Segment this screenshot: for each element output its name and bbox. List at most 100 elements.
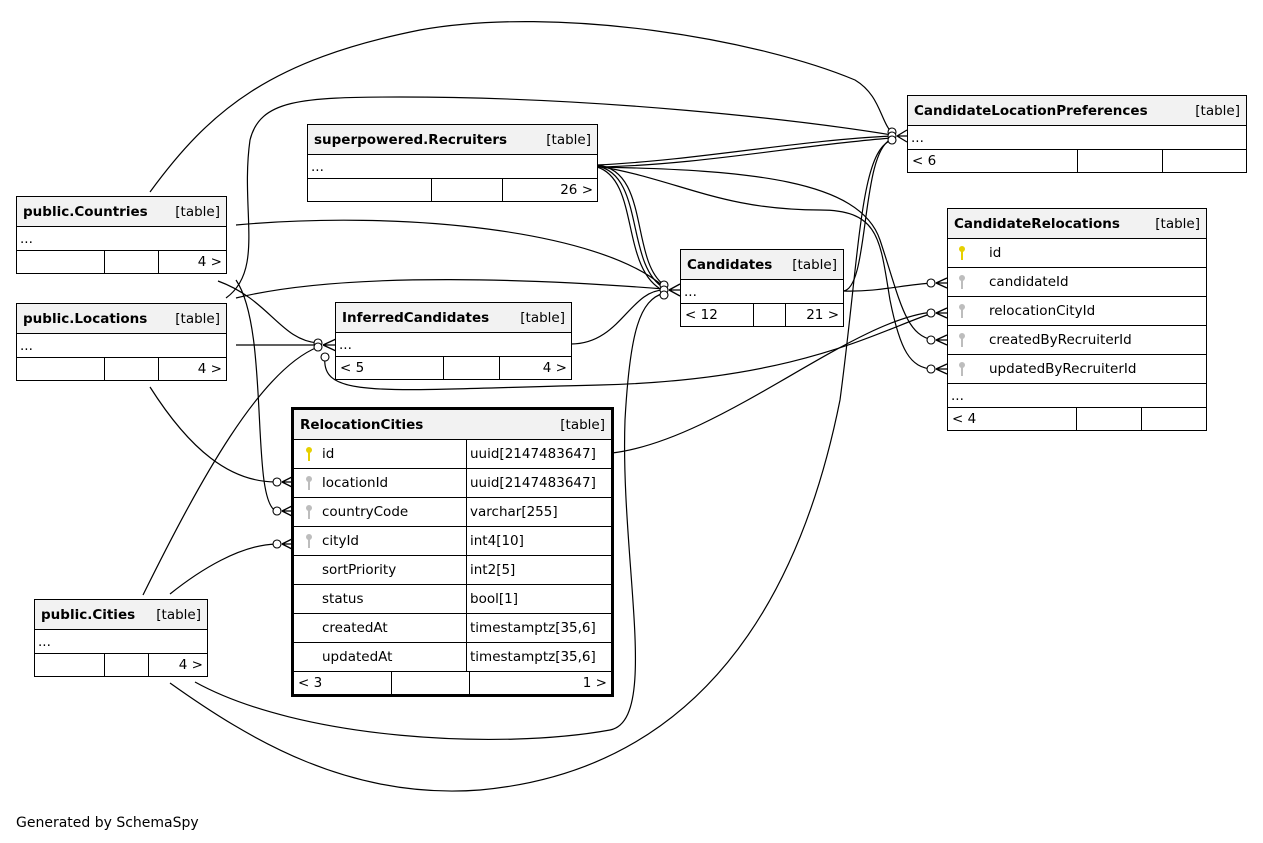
columns-ellipsis: ...: [17, 333, 226, 357]
edge-countries-candidates: [235, 219, 665, 288]
parents-count[interactable]: < 4: [952, 411, 977, 427]
parents-count[interactable]: [308, 179, 431, 201]
column-name: cityId: [322, 533, 360, 549]
parents-count[interactable]: [17, 358, 104, 380]
table-footer: 4 >: [35, 653, 207, 676]
table-candidates[interactable]: Candidates [table] ... < 12 21 >: [680, 249, 844, 327]
table-name: RelocationCities: [300, 416, 424, 433]
table-tag: [table]: [175, 310, 220, 327]
column-row[interactable]: createdByRecruiterId: [948, 325, 1206, 354]
children-count[interactable]: 4 >: [148, 654, 207, 676]
foreign-key-icon: [304, 475, 314, 491]
column-name: countryCode: [322, 504, 409, 520]
columns-ellipsis: ...: [308, 154, 597, 178]
foreign-key-icon: [304, 533, 314, 549]
edge-recruiters-candidates-1: [596, 164, 665, 286]
table-name: public.Cities: [41, 606, 136, 623]
children-count[interactable]: [1162, 150, 1246, 172]
column-row[interactable]: updatedByRecruiterId: [948, 354, 1206, 383]
children-count[interactable]: [1141, 408, 1206, 430]
table-inferred-candidates[interactable]: InferredCandidates [table] ... < 5 4 >: [335, 302, 572, 380]
clp-markers: [887, 127, 908, 145]
parents-count[interactable]: < 3: [298, 675, 323, 691]
parents-count[interactable]: < 5: [340, 360, 365, 376]
edge-cities-relcities: [169, 543, 277, 595]
column-row[interactable]: cityId int4[10]: [294, 526, 611, 555]
parents-count[interactable]: < 6: [912, 153, 937, 169]
parents-count[interactable]: [17, 251, 104, 273]
column-row[interactable]: candidateId: [948, 267, 1206, 296]
column-name: locationId: [322, 475, 389, 491]
footer-cell: [391, 672, 469, 694]
table-footer: < 4: [948, 407, 1206, 430]
columns-ellipsis: ...: [17, 226, 226, 250]
primary-key-icon: [957, 245, 967, 261]
table-footer: < 3 1 >: [294, 671, 611, 694]
parents-count[interactable]: [35, 654, 104, 676]
column-row[interactable]: relocationCityId: [948, 296, 1206, 325]
children-count[interactable]: 4 >: [158, 251, 226, 273]
table-footer: 26 >: [308, 178, 597, 201]
columns-ellipsis: ...: [336, 332, 571, 356]
column-type: uuid[2147483647]: [470, 446, 596, 462]
column-type: int4[10]: [470, 533, 524, 549]
foreign-key-icon: [957, 361, 967, 377]
edge-relcities-reloc: [611, 311, 934, 454]
table-countries[interactable]: public.Countries[table] ... 4 >: [16, 196, 227, 274]
footer-cell: [104, 251, 158, 273]
children-count[interactable]: 26 >: [502, 179, 597, 201]
footer-cell: [753, 304, 785, 326]
table-footer: < 12 21 >: [681, 303, 843, 326]
relcities-markers: [272, 476, 293, 550]
table-candidate-location-preferences[interactable]: CandidateLocationPreferences[table] ... …: [907, 95, 1247, 173]
column-name: candidateId: [989, 274, 1069, 290]
table-tag: [table]: [175, 203, 220, 220]
children-count[interactable]: 21 >: [785, 304, 843, 326]
table-recruiters[interactable]: superpowered.Recruiters[table] ... 26 >: [307, 124, 598, 202]
table-name: InferredCandidates: [342, 309, 490, 326]
edge-recruiters-clp-2: [596, 137, 893, 168]
edge-countries-inferred: [217, 280, 319, 344]
table-tag: [table]: [520, 309, 565, 326]
inferred-markers: [313, 338, 337, 362]
edge-inferred-candidates: [570, 289, 665, 345]
children-count[interactable]: 4 >: [499, 357, 571, 379]
table-footer: 4 >: [17, 357, 226, 380]
parents-count[interactable]: < 12: [685, 307, 718, 323]
table-footer: 4 >: [17, 250, 226, 273]
table-tag: [table]: [546, 131, 591, 148]
column-name: status: [322, 591, 364, 607]
edge-recruiters-candidates-2: [596, 165, 665, 289]
column-name: sortPriority: [322, 562, 397, 578]
column-row[interactable]: id: [948, 238, 1206, 267]
edge-locations-relcities: [149, 386, 277, 483]
table-tag: [table]: [792, 256, 837, 273]
table-locations[interactable]: public.Locations [table] ... 4 >: [16, 303, 227, 381]
edge-recruiters-candidates-3: [596, 166, 665, 292]
table-tag: [table]: [1195, 102, 1240, 119]
children-count[interactable]: 1 >: [469, 672, 611, 694]
table-candidate-relocations[interactable]: CandidateRelocations[table] id candidate…: [947, 208, 1207, 431]
edge-locations-candidates: [235, 279, 665, 299]
table-name: CandidateLocationPreferences: [914, 102, 1148, 119]
column-type: varchar[255]: [470, 504, 558, 520]
column-name: createdAt: [322, 620, 388, 636]
column-name: id: [989, 245, 1002, 261]
edge-countries-relcities: [235, 279, 277, 512]
edge-candidates-reloc-candidateId: [842, 282, 934, 292]
children-count[interactable]: 4 >: [158, 358, 226, 380]
table-cities[interactable]: public.Cities[table] ... 4 >: [34, 599, 208, 677]
table-name: Candidates: [687, 256, 773, 273]
columns-ellipsis: ...: [681, 279, 843, 303]
column-row[interactable]: countryCode varchar[255]: [294, 497, 611, 526]
column-type: timestamptz[35,6]: [470, 649, 596, 665]
primary-key-icon: [304, 446, 314, 462]
table-name: public.Locations: [23, 310, 148, 327]
